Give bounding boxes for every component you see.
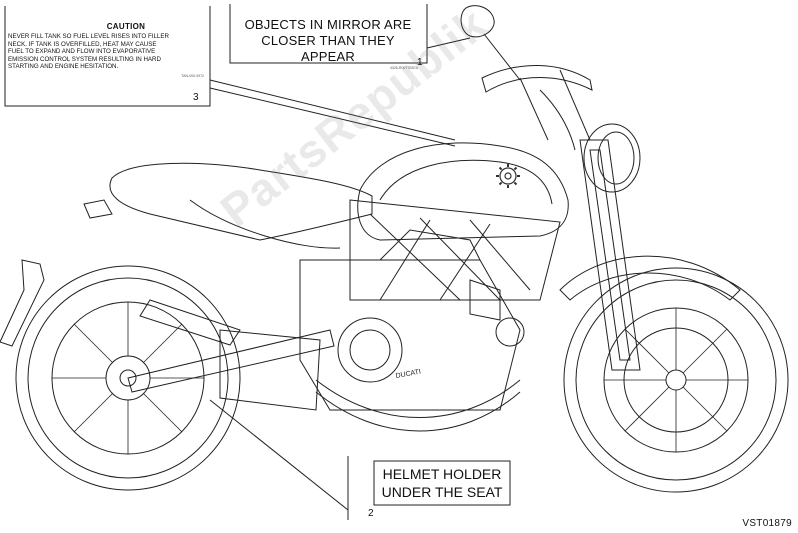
leader-line-2 bbox=[209, 399, 349, 511]
exhaust bbox=[219, 329, 521, 432]
leader-line-1 bbox=[426, 37, 471, 49]
callout-1: 1 bbox=[417, 57, 423, 68]
caution-line: STARTING AND ENGINE HESITATION. bbox=[8, 63, 119, 71]
leader-line-3 bbox=[209, 79, 456, 141]
helmet-label: HELMET HOLDER UNDER THE SEAT bbox=[378, 465, 506, 501]
rear-view-mirror bbox=[460, 5, 521, 81]
helmet-line-1: HELMET HOLDER bbox=[382, 466, 502, 482]
swingarm bbox=[127, 299, 335, 393]
rear-wheel bbox=[15, 265, 241, 491]
caution-text: NEVER FILL TANK SO FUEL LEVEL RISES INTO… bbox=[8, 33, 204, 71]
callout-2: 2 bbox=[368, 508, 374, 519]
mirror-line-1: OBJECTS IN MIRROR ARE bbox=[244, 17, 412, 32]
caution-line: NECK. IF TANK IS OVERFILLED, HEAT MAY CA… bbox=[8, 40, 157, 48]
gear-icon bbox=[496, 164, 520, 188]
seat bbox=[109, 162, 373, 249]
caution-line: FUEL TO EXPAND AND FLOW INTO EVAPORATIVE bbox=[8, 48, 156, 56]
caution-code: TAN-000-0972 bbox=[181, 73, 204, 78]
helmet-label-frame bbox=[373, 460, 511, 506]
leader-line-3b bbox=[209, 87, 456, 147]
drawing-code: VST01879 bbox=[742, 518, 792, 529]
mirror-label: OBJECTS IN MIRROR ARE CLOSER THAN THEY A… bbox=[238, 17, 418, 70]
fuel-tank bbox=[357, 142, 569, 241]
helmet-line-2: UNDER THE SEAT bbox=[381, 484, 503, 500]
caution-title: CAUTION bbox=[106, 22, 146, 31]
front-wheel bbox=[563, 267, 789, 493]
front-fork bbox=[559, 139, 741, 371]
caution-line: EMISSION CONTROL SYSTEM RESULTING IN HAR… bbox=[8, 55, 161, 63]
mirror-label-border bbox=[229, 4, 428, 64]
caution-label-border bbox=[4, 6, 211, 107]
headlight bbox=[583, 123, 641, 193]
engine-brand-logo: DUCATI bbox=[395, 369, 421, 380]
mirror-code: 4326-R00T7B57A bbox=[389, 66, 418, 70]
callout-3: 3 bbox=[193, 92, 199, 103]
mirror-line-2: CLOSER THAN THEY APPEAR bbox=[261, 33, 395, 64]
handlebar bbox=[481, 64, 593, 151]
caution-label: CAUTION NEVER FILL TANK SO FUEL LEVEL RI… bbox=[8, 22, 204, 78]
license-plate-bracket bbox=[0, 259, 45, 347]
trellis-frame bbox=[349, 199, 561, 301]
caution-line: NEVER FILL TANK SO FUEL LEVEL RISES INTO… bbox=[8, 33, 169, 40]
tail-light bbox=[83, 199, 113, 219]
engine bbox=[299, 229, 525, 411]
